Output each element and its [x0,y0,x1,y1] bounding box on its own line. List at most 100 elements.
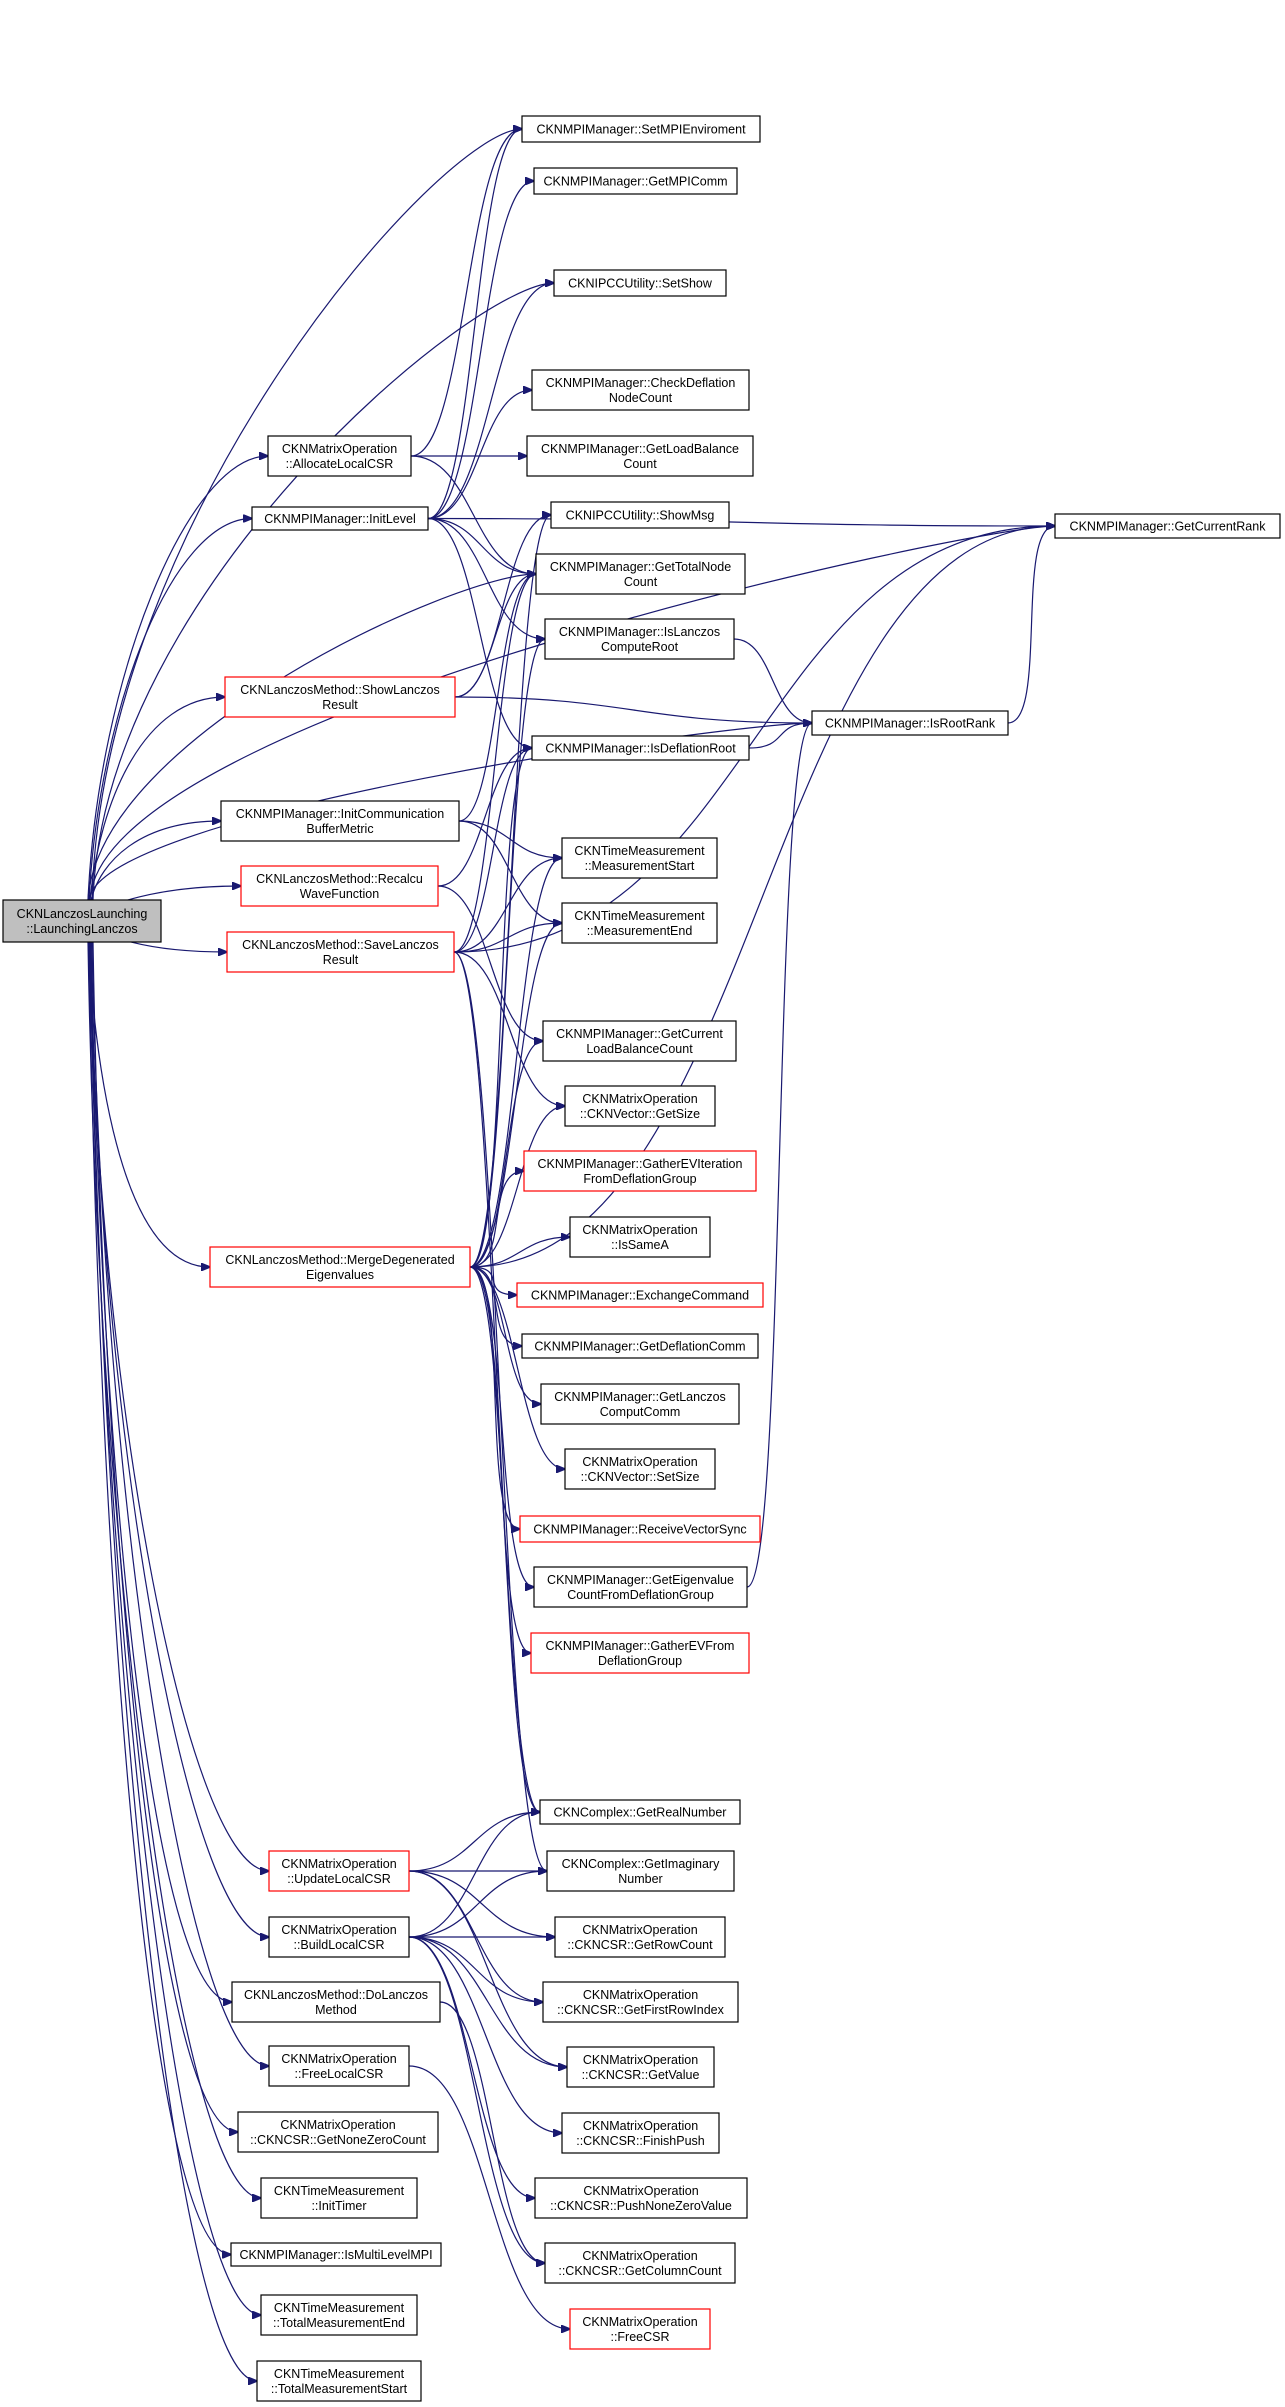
node-box[interactable] [226,931,455,973]
node-box[interactable] [564,1448,716,1490]
node-vecGetSize[interactable]: CKNMatrixOperation::CKNVector::GetSize [564,1085,716,1127]
node-box[interactable] [566,2046,715,2088]
node-box[interactable] [523,1150,757,1192]
node-box[interactable] [811,710,1009,736]
node-box[interactable] [224,676,456,718]
node-box[interactable] [553,269,727,297]
node-box[interactable] [1054,513,1281,539]
node-getFirstRow[interactable]: CKNMatrixOperation::CKNCSR::GetFirstRowI… [542,1981,739,2023]
node-box[interactable] [534,2177,748,2219]
node-box[interactable] [521,1333,759,1359]
node-isSameA[interactable]: CKNMatrixOperation::IsSameA [569,1216,711,1258]
node-box[interactable] [231,1981,441,2023]
node-measStart[interactable]: CKNTimeMeasurement::MeasurementStart [561,837,718,879]
node-merge[interactable]: CKNLanczosMethod::MergeDegeneratedEigenv… [209,1246,471,1288]
node-getReal[interactable]: CKNComplex::GetRealNumber [539,1799,741,1825]
node-box[interactable] [268,1850,410,1892]
node-box[interactable] [561,2112,720,2154]
node-finishPush[interactable]: CKNMatrixOperation::CKNCSR::FinishPush [561,2112,720,2154]
node-box[interactable] [267,435,412,477]
node-measEnd[interactable]: CKNTimeMeasurement::MeasurementEnd [561,902,718,944]
node-box[interactable] [526,435,754,477]
node-totalStart[interactable]: CKNTimeMeasurement::TotalMeasurementStar… [256,2360,422,2402]
node-initLevel[interactable]: CKNMPIManager::InitLevel [251,506,429,531]
node-getValue[interactable]: CKNMatrixOperation::CKNCSR::GetValue [566,2046,715,2088]
node-recvVecSync[interactable]: CKNMPIManager::ReceiveVectorSync [519,1515,761,1543]
node-box[interactable] [539,1799,741,1825]
node-initTimer[interactable]: CKNTimeMeasurement::InitTimer [260,2177,418,2219]
node-box[interactable] [268,2045,410,2087]
node-box[interactable] [268,1916,410,1958]
node-root[interactable]: CKNLanczosLaunching::LaunchingLanczos [2,899,162,943]
node-isRootRank[interactable]: CKNMPIManager::IsRootRank [811,710,1009,736]
node-getRowCount[interactable]: CKNMatrixOperation::CKNCSR::GetRowCount [554,1916,726,1958]
node-getNoneZero[interactable]: CKNMatrixOperation::CKNCSR::GetNoneZeroC… [237,2111,439,2153]
node-box[interactable] [535,553,746,595]
node-box[interactable] [561,837,718,879]
node-box[interactable] [531,735,750,761]
node-box[interactable] [519,1515,761,1543]
node-box[interactable] [260,2294,418,2336]
node-gatherEV[interactable]: CKNMPIManager::GatherEVFromDeflationGrou… [530,1632,750,1674]
node-box[interactable] [251,506,429,531]
node-box[interactable] [546,1850,735,1892]
node-box[interactable] [531,369,750,411]
node-getCurLoadBal[interactable]: CKNMPIManager::GetCurrentLoadBalanceCoun… [542,1020,737,1062]
node-box[interactable] [530,1632,750,1674]
node-vecSetSize[interactable]: CKNMatrixOperation::CKNVector::SetSize [564,1448,716,1490]
node-box[interactable] [544,618,735,660]
node-isDeflRoot[interactable]: CKNMPIManager::IsDeflationRoot [531,735,750,761]
node-pushNoneZero[interactable]: CKNMatrixOperation::CKNCSR::PushNoneZero… [534,2177,748,2219]
node-getCurRank[interactable]: CKNMPIManager::GetCurrentRank [1054,513,1281,539]
node-setMPIEnv[interactable]: CKNMPIManager::SetMPIEnviroment [521,115,761,143]
node-initComm[interactable]: CKNMPIManager::InitCommunicationBufferMe… [220,800,460,842]
node-freeCSR[interactable]: CKNMatrixOperation::FreeCSR [569,2308,711,2350]
node-getMPIComm[interactable]: CKNMPIManager::GetMPIComm [533,167,738,195]
node-box[interactable] [569,2308,711,2350]
node-getEigCount[interactable]: CKNMPIManager::GetEigenvalueCountFromDef… [533,1566,748,1608]
node-box[interactable] [2,899,162,943]
node-box[interactable] [550,501,730,529]
node-box[interactable] [554,1916,726,1958]
node-box[interactable] [540,1383,740,1425]
node-box[interactable] [230,2242,442,2267]
node-exchangeCmd[interactable]: CKNMPIManager::ExchangeCommand [516,1282,764,1308]
node-box[interactable] [260,2177,418,2219]
node-box[interactable] [533,167,738,195]
node-box[interactable] [516,1282,764,1308]
node-box[interactable] [237,2111,439,2153]
node-getColCount[interactable]: CKNMatrixOperation::CKNCSR::GetColumnCou… [544,2242,736,2284]
node-setShow[interactable]: CKNIPCCUtility::SetShow [553,269,727,297]
node-box[interactable] [240,865,439,907]
node-box[interactable] [544,2242,736,2284]
node-box[interactable] [209,1246,471,1288]
node-isMultiLevel[interactable]: CKNMPIManager::IsMultiLevelMPI [230,2242,442,2267]
node-updateLocalCSR[interactable]: CKNMatrixOperation::UpdateLocalCSR [268,1850,410,1892]
node-box[interactable] [256,2360,422,2402]
node-box[interactable] [564,1085,716,1127]
node-buildLocalCSR[interactable]: CKNMatrixOperation::BuildLocalCSR [268,1916,410,1958]
node-gatherEVIter[interactable]: CKNMPIManager::GatherEVIterationFromDefl… [523,1150,757,1192]
node-showMsg[interactable]: CKNIPCCUtility::ShowMsg [550,501,730,529]
node-box[interactable] [220,800,460,842]
node-allocLocalCSR[interactable]: CKNMatrixOperation::AllocateLocalCSR [267,435,412,477]
node-box[interactable] [521,115,761,143]
node-box[interactable] [569,1216,711,1258]
node-getDeflComm[interactable]: CKNMPIManager::GetDeflationComm [521,1333,759,1359]
node-box[interactable] [542,1020,737,1062]
node-box[interactable] [561,902,718,944]
node-box[interactable] [533,1566,748,1608]
node-box[interactable] [542,1981,739,2023]
node-totalEnd[interactable]: CKNTimeMeasurement::TotalMeasurementEnd [260,2294,418,2336]
node-freeLocalCSR[interactable]: CKNMatrixOperation::FreeLocalCSR [268,2045,410,2087]
